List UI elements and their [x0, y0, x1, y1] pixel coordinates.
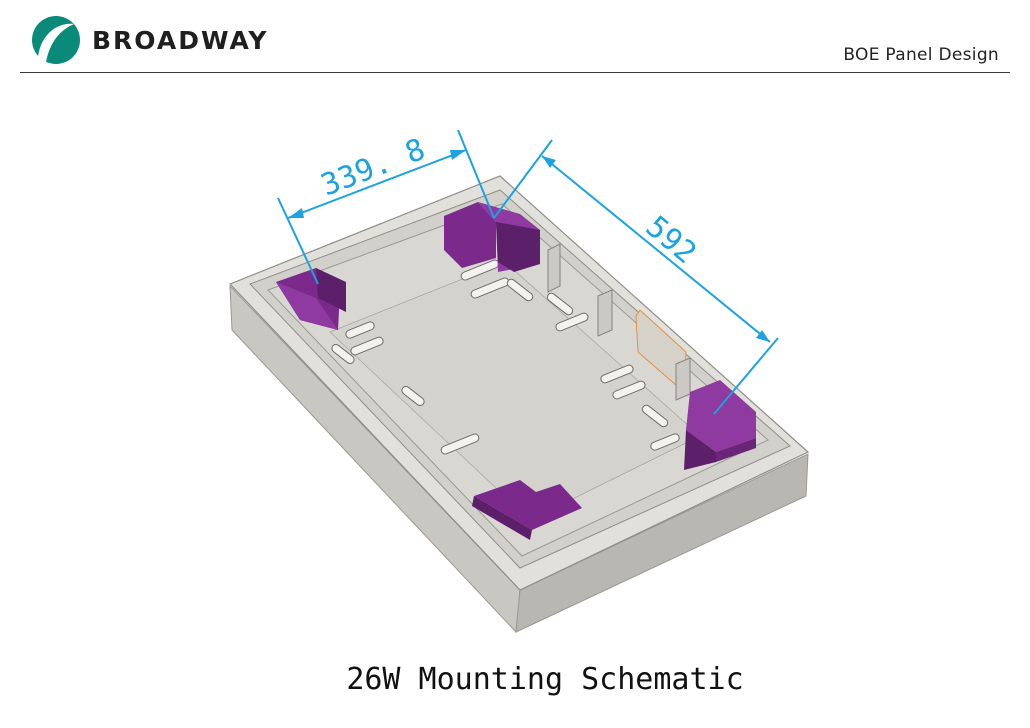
header-divider [20, 72, 1010, 73]
brand-name: BROADWAY [92, 26, 269, 55]
mounting-block-top [444, 202, 540, 272]
tray-body [228, 175, 810, 634]
dimension-lines [277, 129, 779, 415]
length-dimension-label: 592 [639, 209, 703, 271]
mounting-block-right [684, 380, 756, 470]
mounting-block-bottom [472, 480, 582, 540]
broadway-logo-icon [32, 16, 80, 64]
caption: 26W Mounting Schematic [346, 662, 744, 697]
width-dimension-label: 339. 8 [316, 132, 430, 204]
mounting-slots [331, 259, 680, 455]
document-title: BOE Panel Design [843, 45, 999, 65]
support-fins [547, 243, 691, 401]
mounting-blocks [276, 202, 756, 540]
mounting-block-left [276, 268, 346, 330]
